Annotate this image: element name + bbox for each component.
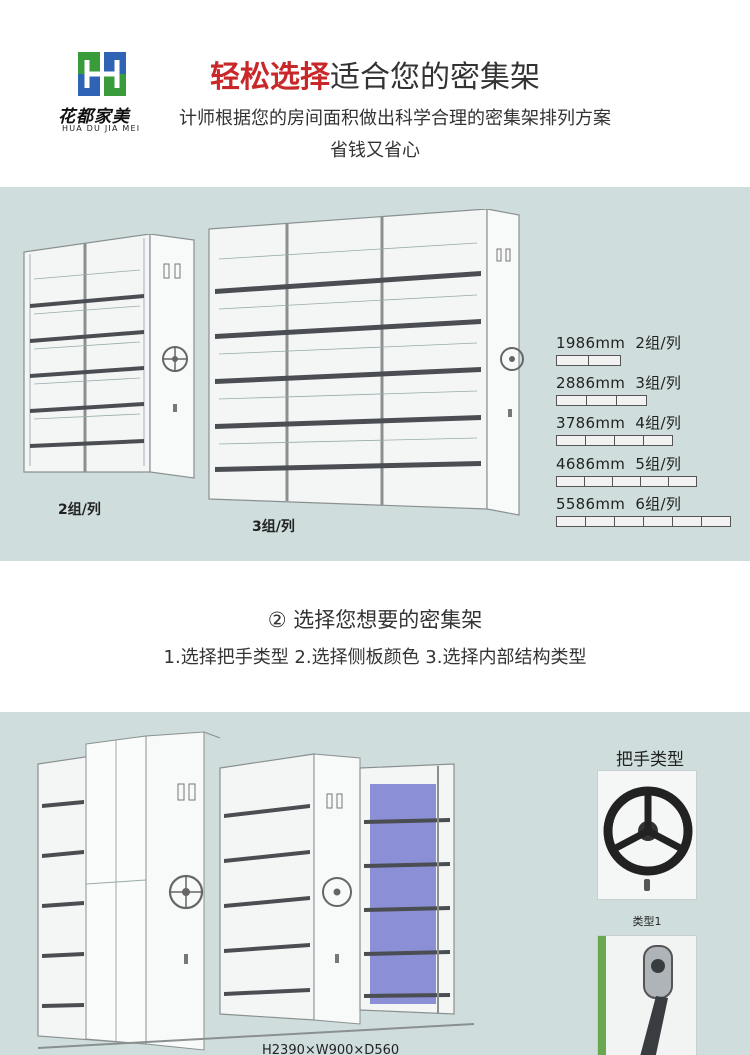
headline-highlight: 轻松选择 <box>210 60 330 95</box>
section-2-title: ② 选择您想要的密集架 <box>267 608 483 632</box>
lever-handle-icon <box>598 936 696 1055</box>
size-option-text: 3786mm 4组/列 <box>556 414 682 432</box>
brand-logo: 花都家美 HUA DU JIA MEI <box>58 50 158 140</box>
wheel-handle-icon <box>603 786 693 891</box>
size-option-text: 1986mm 2组/列 <box>556 334 682 352</box>
size-bar <box>556 355 621 366</box>
headline-rest: 适合您的密集架 <box>330 60 540 95</box>
section-2-steps: 1.选择把手类型 2.选择侧板颜色 3.选择内部结构类型 <box>163 647 587 668</box>
size-bar <box>556 516 731 527</box>
layout-options-panel: 2组/列 3组/列 1986mm 2组/列 2886mm 3组/列 3786mm… <box>0 187 750 561</box>
size-option: 5586mm 6组/列 <box>556 493 731 527</box>
size-option: 3786mm 4组/列 <box>556 412 681 446</box>
label-3-groups: 3组/列 <box>252 519 295 535</box>
subtitle-line-2: 省钱又省心 <box>330 140 420 161</box>
size-option-text: 2886mm 3组/列 <box>556 374 682 392</box>
cabinet-2-groups-illustration <box>23 234 195 479</box>
size-bar <box>556 435 673 446</box>
brand-name-en: HUA DU JIA MEI <box>62 124 141 133</box>
label-2-groups: 2组/列 <box>58 502 101 518</box>
product-options-panel: H2390×W900×D560 把手类型 类型1 <box>0 712 750 1055</box>
size-option: 2886mm 3组/列 <box>556 372 681 406</box>
mobile-shelving-illustration <box>37 731 474 1051</box>
cabinet-3-groups-illustration <box>208 209 524 516</box>
handle-type-2-card[interactable] <box>597 935 697 1055</box>
brand-name-cn: 花都家美 <box>58 107 130 127</box>
subtitle-line-1: 计师根据您的房间面积做出科学合理的密集架排列方案 <box>179 108 611 129</box>
dimension-label: H2390×W900×D560 <box>262 1043 400 1055</box>
handle-type-1-card[interactable] <box>597 770 697 900</box>
logo-mark-icon <box>78 52 126 96</box>
handle-type-title: 把手类型 <box>616 750 684 770</box>
size-option: 4686mm 5组/列 <box>556 453 697 487</box>
size-bar <box>556 476 697 487</box>
handle-type-1-label: 类型1 <box>632 915 662 928</box>
size-option: 1986mm 2组/列 <box>556 332 681 366</box>
size-option-text: 5586mm 6组/列 <box>556 495 682 513</box>
size-bar <box>556 395 647 406</box>
size-option-text: 4686mm 5组/列 <box>556 455 682 473</box>
headline: 轻松选择适合您的密集架 <box>0 52 750 96</box>
